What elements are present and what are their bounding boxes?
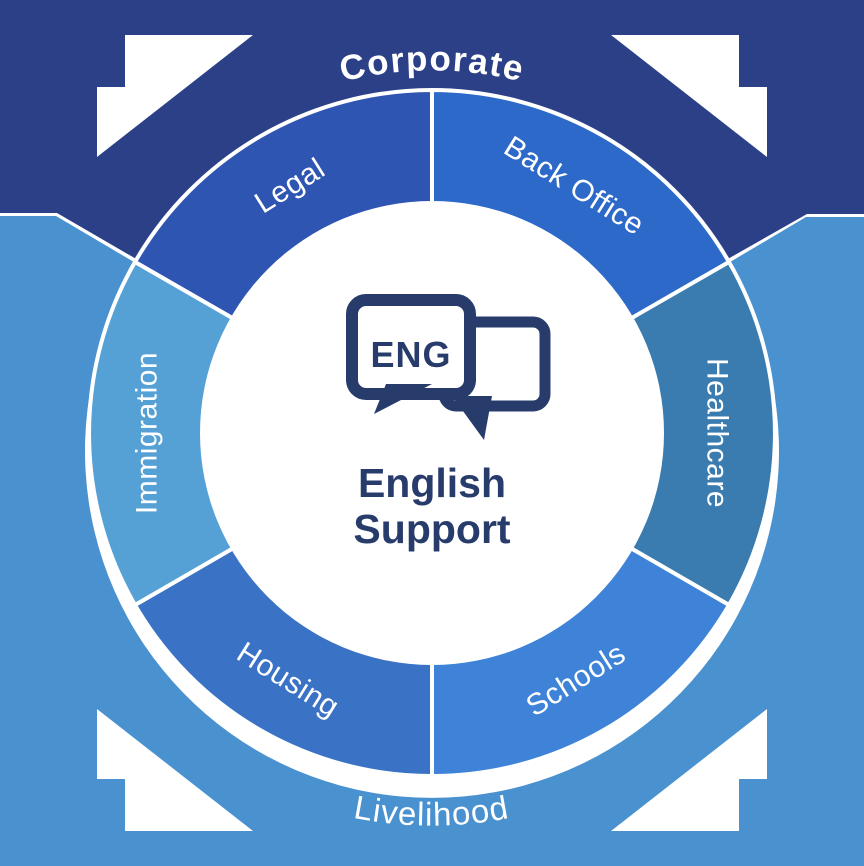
segment-label-healthcare: Healthcare [701, 358, 734, 508]
segment-label-immigration: Immigration [131, 352, 164, 514]
center-circle [200, 201, 664, 665]
eng-icon-text: ENG [370, 334, 451, 375]
center-title-line1: English [358, 460, 506, 506]
outer-band-livelihood [0, 216, 864, 866]
center-title-line2: Support [353, 506, 510, 552]
livelihood-arc-text: Livelihood [351, 788, 511, 833]
corner-notch-bottom-left [97, 709, 253, 831]
back-bubble-tail [452, 396, 492, 440]
eng-chat-bubbles-icon: ENG [346, 294, 551, 440]
livelihood-arc-label: Livelihood [351, 788, 510, 833]
front-bubble-tail [374, 384, 432, 414]
outer-band-corporate [0, 0, 864, 260]
corner-notch-bottom-right [611, 709, 767, 831]
corner-notch-top-left [97, 35, 253, 157]
corner-notch-top-right [611, 35, 767, 157]
